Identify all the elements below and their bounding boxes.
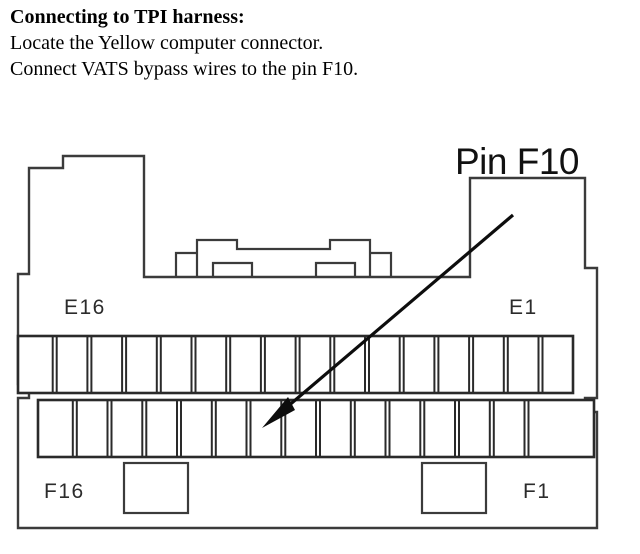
pin-row-e-dividers (51, 336, 544, 393)
callout-arrow-line (278, 213, 515, 415)
pin-label-bottom-left: F16 (44, 480, 85, 503)
latch-bracket-inner-right (314, 261, 357, 277)
pin-label-top-left: E16 (64, 296, 106, 319)
instruction-line-1: Locate the Yellow computer connector. (10, 32, 324, 54)
alignment-box-left (122, 461, 190, 515)
pin-label-top-right: E1 (509, 296, 538, 319)
instruction-line-2: Connect VATS bypass wires to the pin F10… (10, 58, 359, 80)
instruction-text-block: Connecting to TPI harness: Locate the Ye… (10, 4, 630, 82)
instruction-heading: Connecting to TPI harness: (10, 6, 245, 28)
pin-row-f (36, 398, 596, 459)
callout-arrow-head (262, 397, 295, 428)
latch-tab-right (370, 251, 393, 277)
alignment-box-right (420, 461, 488, 515)
connector-drawing: E16 E1 F16 F1 (16, 154, 599, 530)
pin-row-f-dividers (71, 400, 530, 457)
latch-bracket-inner (211, 261, 254, 277)
callout-label-pin-f10: Pin F10 (455, 141, 580, 182)
latch-tab-left (174, 251, 197, 277)
pin-label-bottom-right: F1 (523, 480, 551, 503)
pin-row-e (16, 334, 575, 395)
latch-bracket-outer (195, 238, 372, 277)
connector-diagram: Pin F10 (0, 108, 640, 554)
